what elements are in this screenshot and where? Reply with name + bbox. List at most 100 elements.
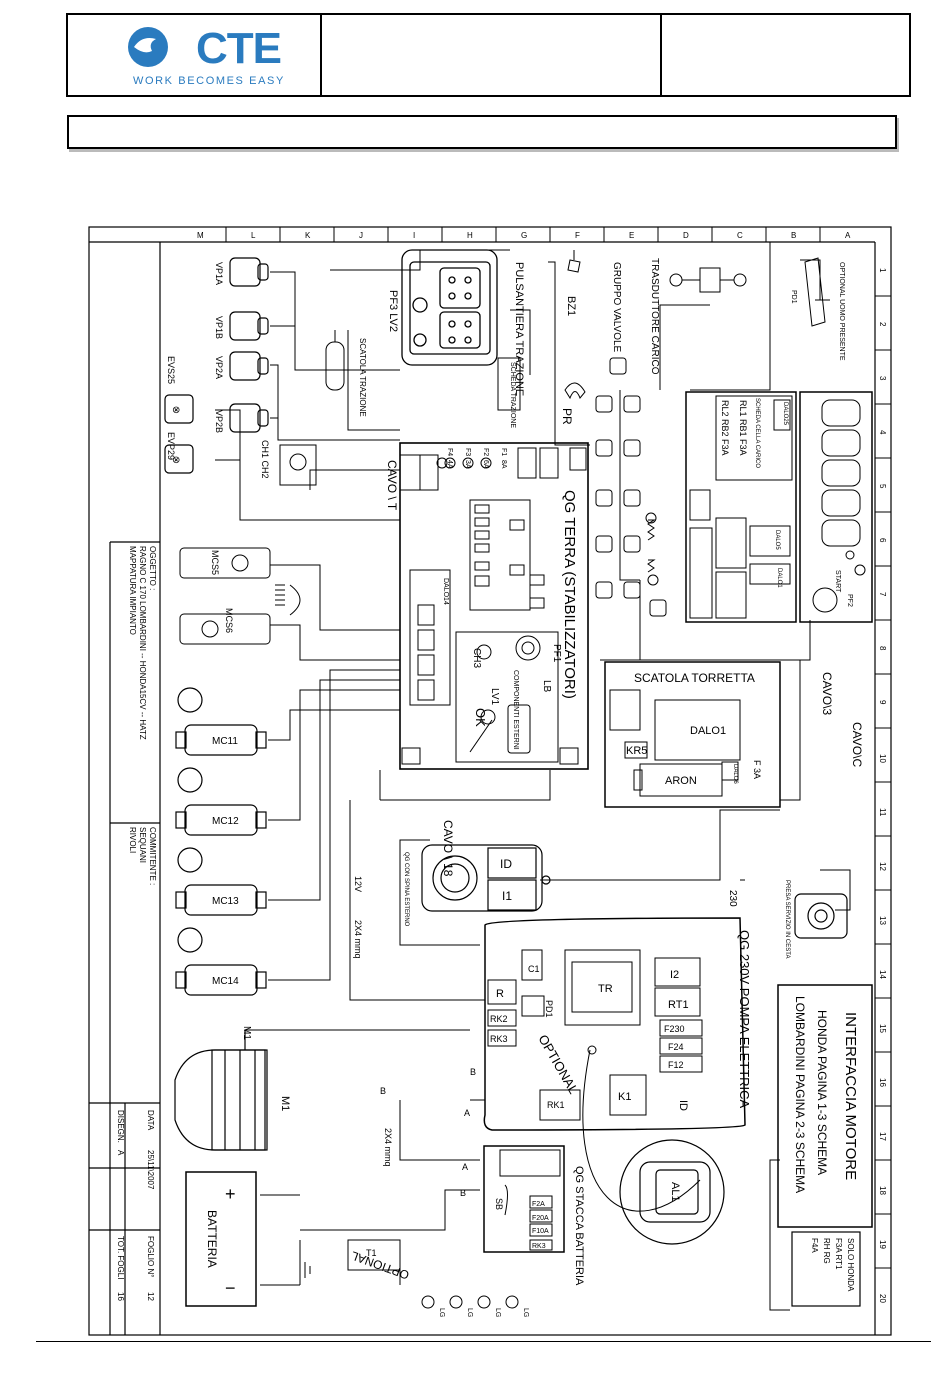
f2-value: 6A	[482, 460, 489, 469]
f3-value: 3A	[464, 460, 471, 469]
sb-label: SB	[494, 1198, 504, 1210]
presa-servizio	[794, 893, 848, 939]
f4-value: 4A	[446, 460, 453, 469]
row-17: 17	[878, 1132, 887, 1141]
mc12-label: MC12	[212, 816, 239, 827]
row-19: 19	[878, 1240, 887, 1249]
data-value: 25\11\2007	[146, 1150, 155, 1190]
key-switch-icon	[289, 453, 307, 471]
oggetto-line2: MAPPATURA IMPIANTO	[128, 546, 137, 635]
committente-line1: SEQUANI	[138, 827, 147, 863]
qg-stacca-label: QG STACCA BATTERIA	[573, 1166, 585, 1286]
row-10: 10	[878, 754, 887, 763]
honda-label: HONDA PAGINA 1-3 SCHEMA	[815, 1010, 829, 1175]
row-4: 4	[878, 430, 887, 435]
cable-2x4-label: 2X4 mmq	[353, 920, 363, 959]
col-m: M	[197, 231, 204, 240]
pressure-sensor-pr	[564, 382, 586, 400]
solo-honda-label: SOLO HONDA	[846, 1238, 855, 1292]
batteria-label: BATTERIA	[205, 1210, 219, 1268]
lg-label-1: LG	[438, 1308, 445, 1317]
gruppo-valvole-label: GRUPPO VALVOLE	[611, 262, 622, 353]
buzzer-bz1	[567, 250, 581, 273]
dalo5-label: DALO5	[774, 530, 780, 550]
row-7: 7	[878, 592, 887, 597]
vp1a-label: VP1A	[214, 262, 224, 285]
qg-230v-box	[483, 917, 746, 1131]
m1-motor-label: M1	[279, 1096, 291, 1111]
col-k: K	[305, 231, 311, 240]
f230-label: F230	[664, 1024, 685, 1034]
row-6: 6	[878, 538, 887, 543]
a-label-2: A	[462, 1162, 468, 1172]
data-label: DATA	[146, 1110, 155, 1131]
i2-label: I2	[670, 969, 679, 981]
row-8: 8	[878, 646, 887, 651]
row-13: 13	[878, 916, 887, 925]
col-j: J	[359, 231, 363, 240]
pulsantiera-label: PULSANTIERA TRAZIONE	[513, 262, 525, 396]
logo-cell: CTE WORK BECOMES EASY	[68, 15, 322, 95]
ok-label: OK	[473, 708, 488, 727]
mc14-label: MC14	[212, 976, 239, 987]
kr5-label: KR5	[626, 745, 647, 757]
scheda-trazione-box	[497, 357, 521, 411]
lb-label: LB	[541, 680, 552, 693]
col-i: I	[413, 231, 415, 240]
connectors-vp	[164, 257, 269, 474]
interfaccia-motore-box	[777, 984, 873, 1228]
col-c: C	[737, 231, 743, 240]
f1-label: F1	[500, 448, 507, 456]
al1-label: AL1	[669, 1182, 681, 1202]
row-16: 16	[878, 1078, 887, 1087]
scheda-cella-carico-box	[685, 391, 797, 623]
tot-label: TOT. FOGLI	[116, 1236, 125, 1279]
mcs5-label: MCS5	[210, 550, 220, 575]
id2-label: ID	[677, 1100, 689, 1111]
battery-plus-icon: +	[225, 1184, 236, 1204]
col-l: L	[251, 231, 256, 240]
f2-label: F2	[482, 448, 489, 456]
scatola-torretta-label: SCATOLA TORRETTA	[634, 671, 755, 685]
rl1-label: RL1 RB1 F3A	[738, 400, 748, 456]
cavo-3-label: CAVO\3	[820, 672, 834, 715]
ch1-ch2-box	[279, 444, 317, 486]
col-f: F	[575, 231, 580, 240]
cavo-c-label: CAVO\C	[850, 722, 864, 767]
optional-uomo-label: OPTIONAL UOMO PRESENTE	[838, 262, 845, 361]
t1-label: T1	[366, 1248, 377, 1258]
logo-tagline: WORK BECOMES EASY	[133, 75, 285, 87]
col-e: E	[629, 231, 634, 240]
svg-text:⊗: ⊗	[172, 455, 180, 466]
footer-line	[36, 1341, 931, 1342]
row-14: 14	[878, 970, 887, 979]
f3a-label: F 3A	[752, 760, 762, 779]
svg-text:⊗: ⊗	[172, 405, 180, 416]
cavo-t-label: CAVO \ T	[385, 460, 399, 511]
scatola-trazione-label: SCATOLA TRAZIONE	[358, 338, 367, 417]
oggetto-line1: RAGNO C 170 LOMBARDINI -- HONDA15CV -- H…	[138, 546, 147, 740]
lg-label-3: LG	[494, 1308, 501, 1317]
dalo14-label: DALO14	[442, 578, 449, 605]
col-a: A	[845, 231, 851, 240]
start-label: START	[834, 570, 841, 593]
rk1-label: RK1	[547, 1100, 565, 1110]
col-d: D	[683, 231, 689, 240]
f2a-label: F2A	[532, 1201, 545, 1208]
f3-label: F3	[464, 448, 471, 456]
aron-label: ARON	[665, 775, 697, 787]
header-title-cell	[322, 15, 662, 95]
b-label-2: B	[380, 1086, 386, 1096]
qg-stacca-batteria-box	[483, 1145, 565, 1253]
pr-label: PR	[560, 408, 574, 425]
row-15: 15	[878, 1024, 887, 1033]
disegn-label: DISEGN.	[116, 1110, 125, 1143]
f12-label: F12	[668, 1060, 684, 1070]
valve-group	[595, 357, 667, 617]
scatola-trazione	[325, 330, 345, 391]
committente-label: COMMITENTE :	[148, 827, 157, 885]
v230-label: 230	[727, 890, 738, 907]
rk3-label: RK3	[490, 1034, 508, 1044]
row-5: 5	[878, 484, 887, 489]
row-3: 3	[878, 376, 887, 381]
